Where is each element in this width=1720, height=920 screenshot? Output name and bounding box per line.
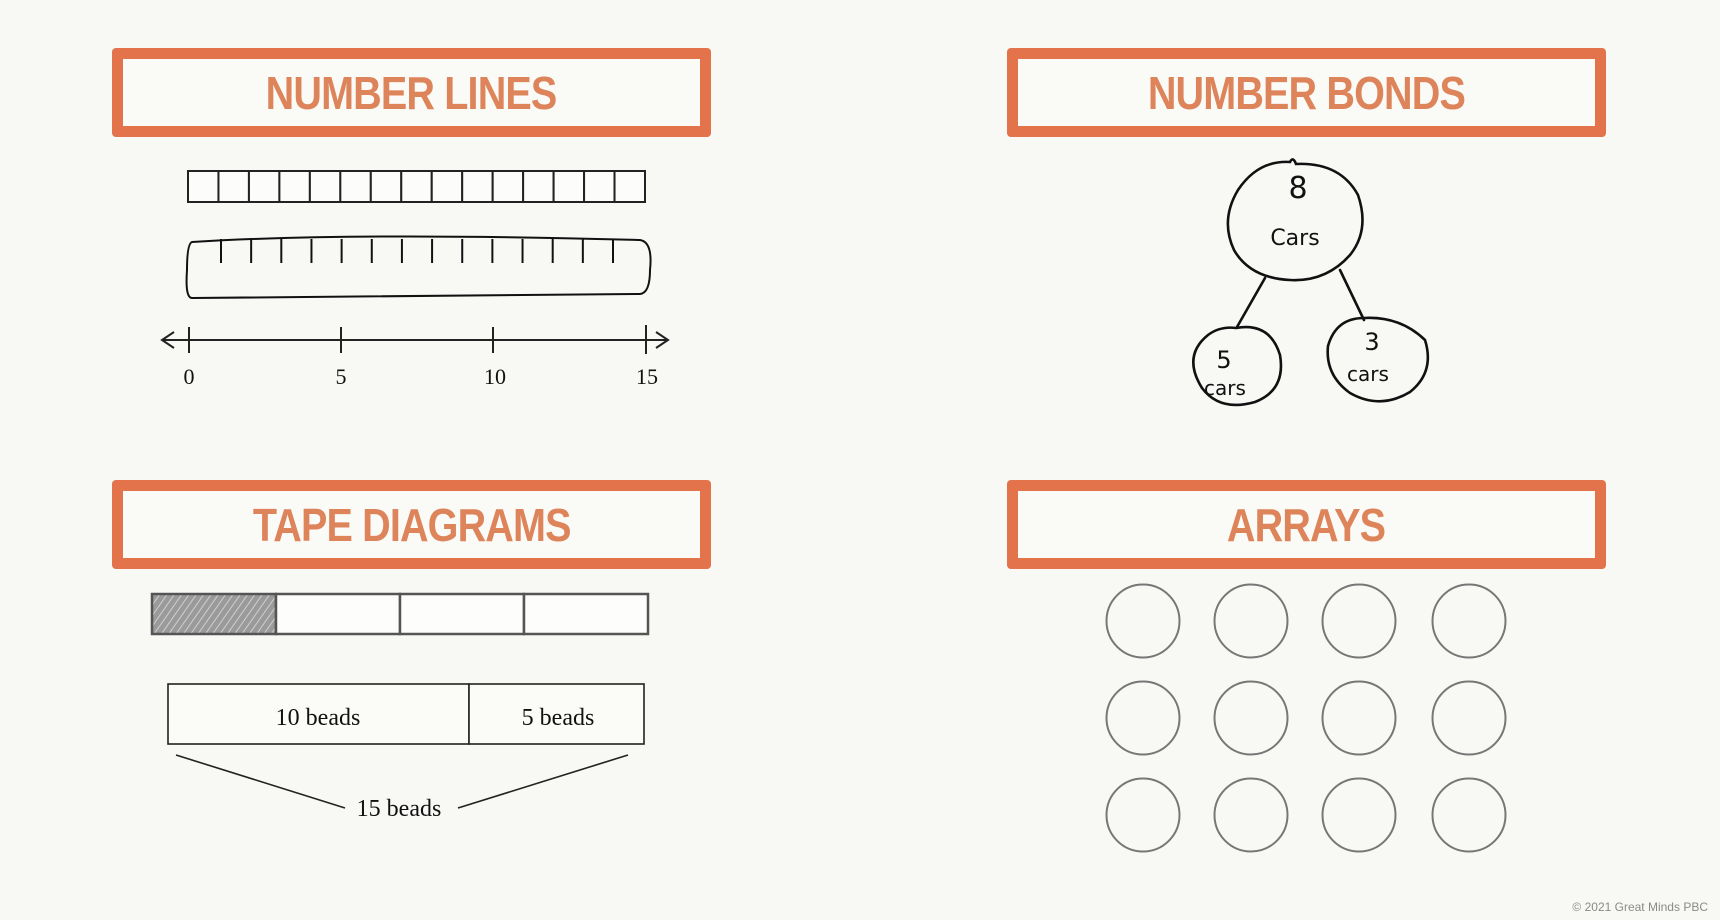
strip-square: [522, 170, 555, 203]
array-circle: [1105, 680, 1181, 756]
number-bonds-title: NUMBER BONDS: [1147, 66, 1466, 119]
tape-diagrams: 10 beads 5 beads 15 beads: [150, 592, 650, 822]
strip-square: [187, 170, 220, 203]
array-circle: [1213, 583, 1289, 659]
total-label: 15 beads: [357, 796, 442, 822]
strip-square: [369, 170, 403, 203]
strip-square: [308, 170, 342, 203]
number-lines-title-box: NUMBER LINES: [112, 48, 711, 137]
array-diagram: [1105, 583, 1507, 853]
number-lines-title: NUMBER LINES: [266, 66, 558, 119]
part-right-unit: cars: [1347, 362, 1389, 386]
strip-square: [247, 170, 281, 203]
array-circle: [1431, 680, 1507, 756]
segment-label-5: 5 beads: [522, 705, 595, 731]
strip-square: [217, 170, 250, 203]
number-line: [160, 325, 670, 354]
strip-square: [552, 170, 586, 203]
tape-diagrams-title-box: TAPE DIAGRAMS: [112, 480, 711, 569]
part-right-value: 3: [1364, 328, 1379, 356]
tape-diagrams-title: TAPE DIAGRAMS: [252, 498, 572, 551]
array-circle: [1213, 777, 1289, 853]
number-line-label-15: 15: [636, 364, 658, 389]
arrays-title-box: ARRAYS: [1007, 480, 1606, 569]
array-circle: [1431, 583, 1507, 659]
fraction-tape: [150, 592, 650, 636]
bead-tape: [167, 683, 645, 745]
bond-line-left: [1235, 276, 1267, 329]
total-bracket: [175, 754, 629, 809]
number-line-label-5: 5: [336, 364, 347, 389]
strip-square: [613, 170, 646, 203]
segment-label-10: 10 beads: [276, 705, 361, 731]
strip-square: [400, 170, 433, 203]
strip-square: [430, 170, 464, 203]
number-lines-diagram: 0 5 10 15: [160, 170, 670, 389]
bond-line-right: [1338, 268, 1366, 322]
array-circle: [1321, 777, 1397, 853]
part-circle-left: [1192, 325, 1283, 407]
strip-square: [278, 170, 311, 203]
ruler: [185, 235, 652, 300]
array-circle: [1321, 583, 1397, 659]
array-circle: [1431, 777, 1507, 853]
part-circle-right: [1326, 316, 1430, 403]
array-circle: [1105, 777, 1181, 853]
copyright-footer: © 2021 Great Minds PBC: [1572, 900, 1708, 914]
strip-square: [339, 170, 372, 203]
part-left-value: 5: [1216, 346, 1231, 374]
whole-circle: [1226, 158, 1364, 282]
array-circle: [1321, 680, 1397, 756]
array-circle: [1105, 583, 1181, 659]
square-strip: [187, 170, 646, 203]
number-bonds-title-box: NUMBER BONDS: [1007, 48, 1606, 137]
part-left-unit: cars: [1204, 376, 1246, 400]
whole-unit: Cars: [1270, 226, 1319, 251]
number-line-label-10: 10: [484, 364, 506, 389]
strip-square: [491, 170, 525, 203]
number-line-label-0: 0: [184, 364, 195, 389]
whole-value: 8: [1288, 171, 1307, 206]
array-circle: [1213, 680, 1289, 756]
number-bond-diagram: 8 Cars 5 cars 3 cars: [1192, 158, 1430, 407]
arrays-title: ARRAYS: [1227, 498, 1386, 551]
strip-square: [583, 170, 616, 203]
strip-square: [461, 170, 494, 203]
